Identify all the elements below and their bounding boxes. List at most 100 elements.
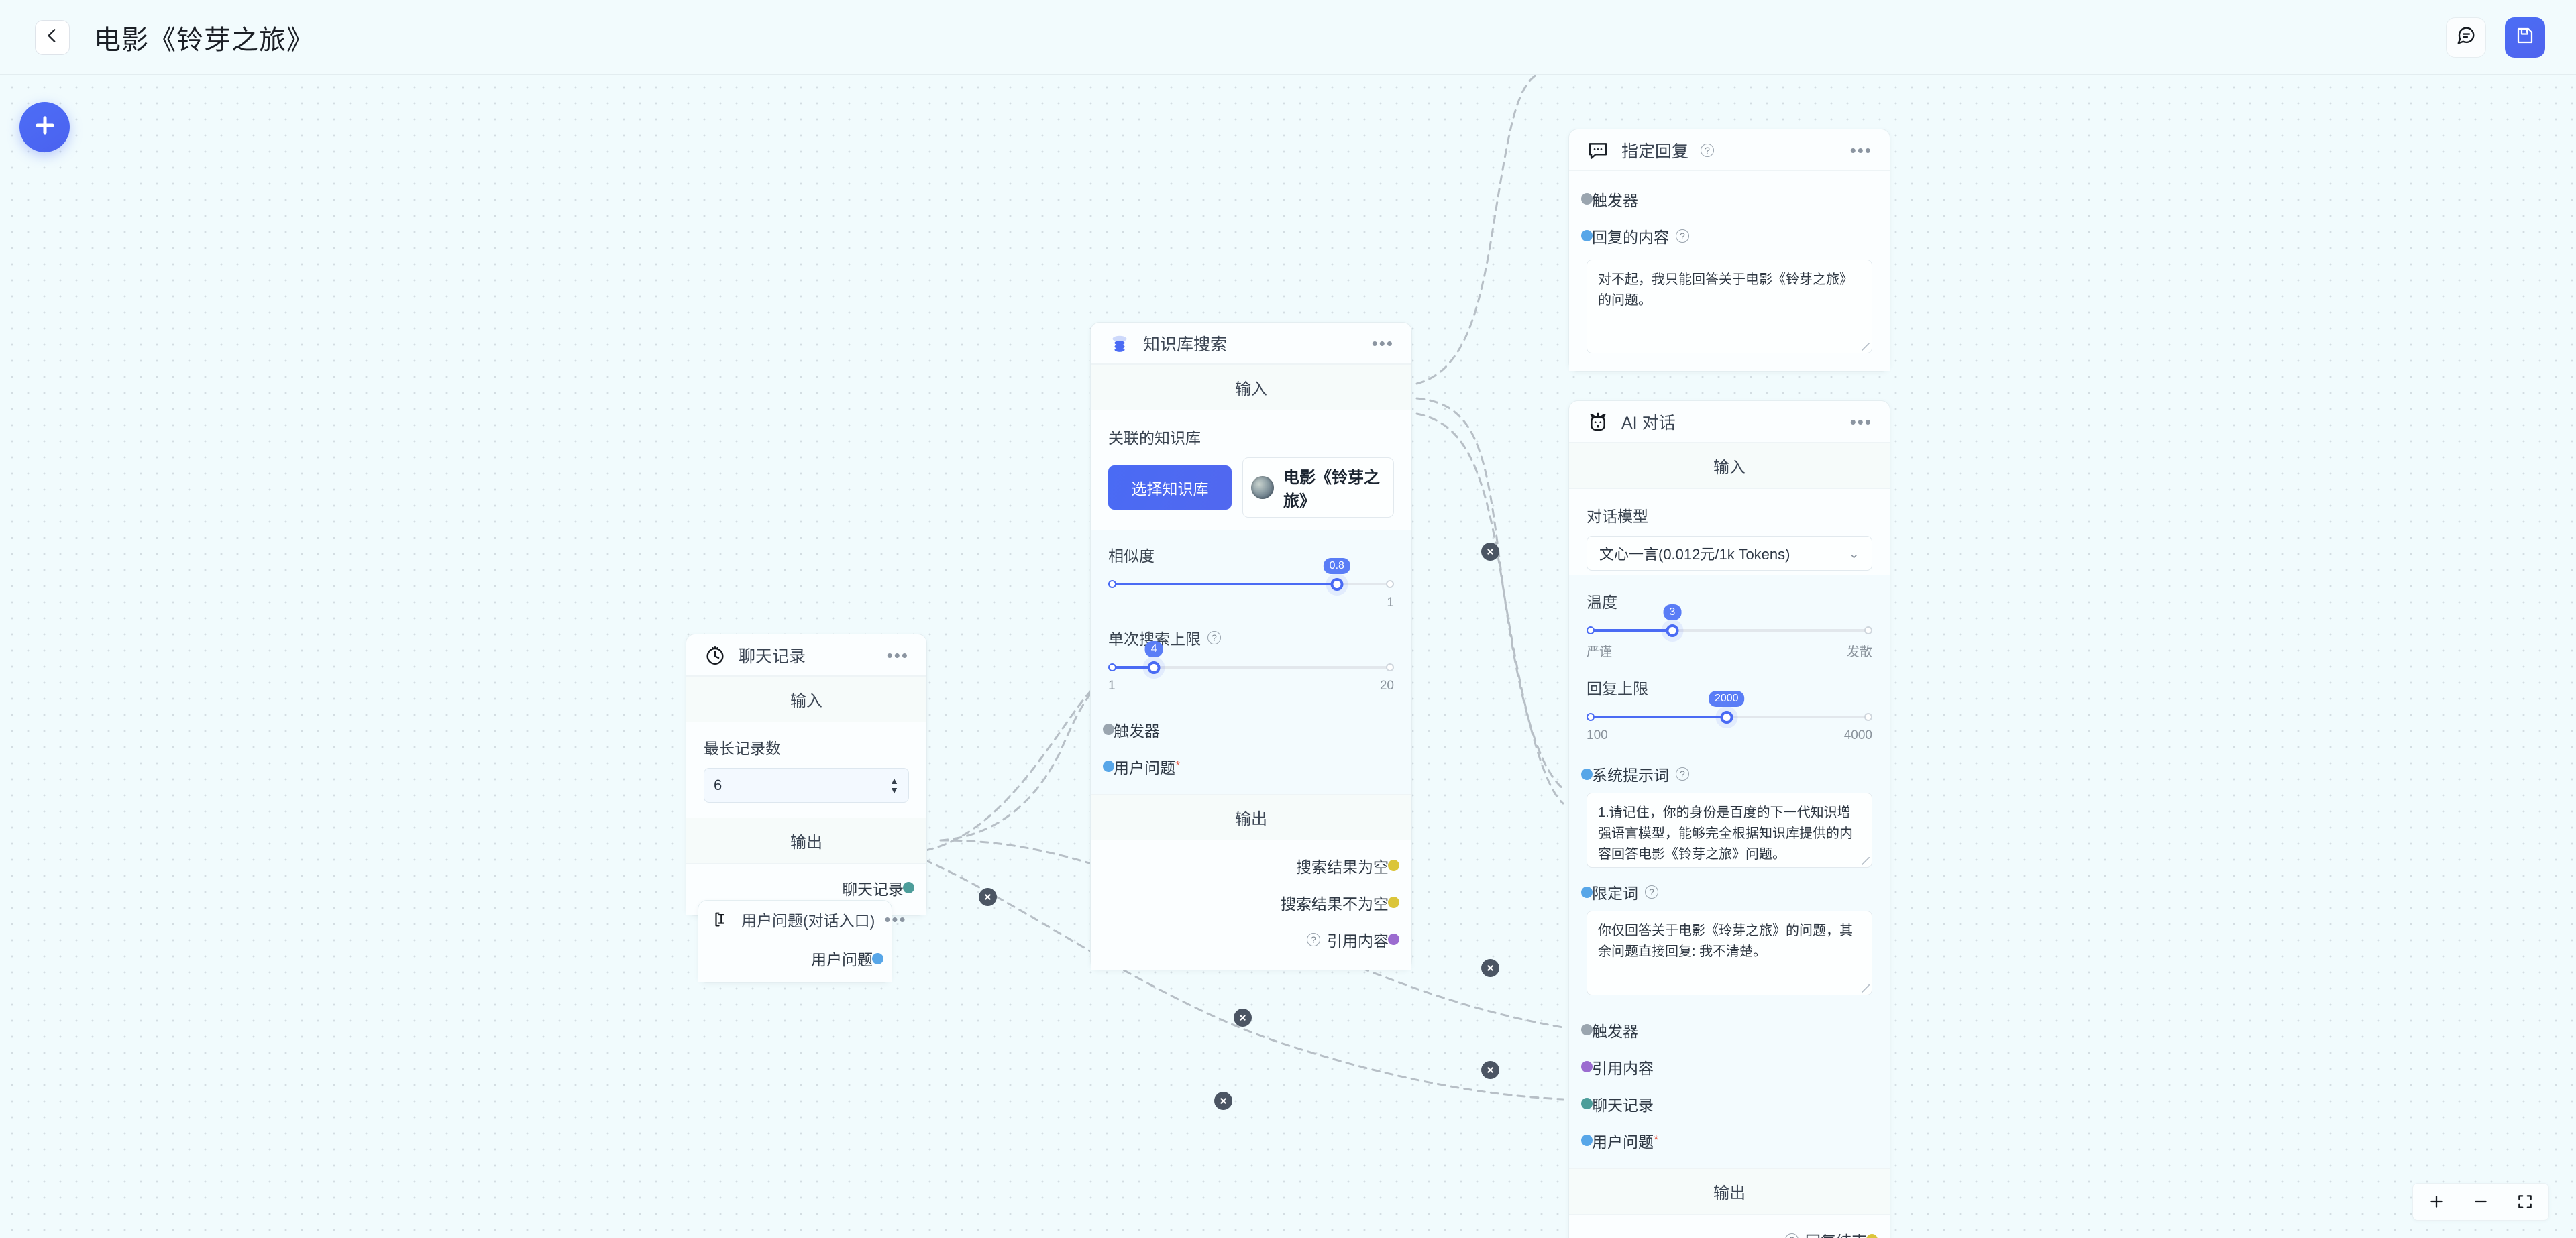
node-specified-reply[interactable]: 指定回复 ? ••• 触发器 回复的内容 ? 对不起，我只能回答关于电影《铃芽之…	[1568, 129, 1890, 372]
stepper-down-icon[interactable]: ▼	[890, 784, 899, 795]
node-title: 聊天记录	[739, 646, 806, 666]
node-menu-button[interactable]: •••	[1849, 411, 1872, 432]
search-limit-slider[interactable]: 4	[1108, 641, 1394, 676]
reply-limit-slider[interactable]: 2000	[1587, 691, 1872, 726]
node-title: 知识库搜索	[1143, 335, 1228, 354]
edge-delete-button[interactable]	[1234, 1009, 1252, 1027]
port-reply-end[interactable]: ? 回复结束	[1587, 1221, 1878, 1238]
node-menu-button[interactable]: •••	[1849, 139, 1872, 160]
port-trigger[interactable]: 触发器	[1581, 180, 1872, 217]
zoom-in-button[interactable]	[2428, 1193, 2445, 1211]
back-button[interactable]	[35, 19, 70, 55]
port-user-question[interactable]: 用户问题*	[1103, 748, 1394, 785]
port-quote-content[interactable]: 引用内容	[1581, 1048, 1872, 1085]
port-dot[interactable]	[1581, 193, 1593, 205]
max-records-section: 最长记录数 6 ▲ ▼	[686, 722, 926, 818]
add-node-button[interactable]	[19, 102, 70, 152]
zoom-out-button[interactable]	[2472, 1193, 2489, 1211]
port-label: 搜索结果为空	[1296, 858, 1389, 876]
edge-delete-button[interactable]	[1214, 1092, 1232, 1110]
help-icon[interactable]: ?	[1208, 631, 1221, 644]
node-header: 指定回复 ? •••	[1569, 129, 1890, 171]
port-reply-content[interactable]: 回复的内容 ?	[1581, 217, 1872, 254]
port-dot[interactable]	[1581, 768, 1593, 780]
slider-cap-left	[1587, 626, 1595, 634]
node-user-question-entry[interactable]: 用户问题(对话入口) ••• 用户问题	[698, 900, 906, 983]
port-system-prompt[interactable]: 系统提示词 ?	[1581, 761, 1872, 787]
port-dot[interactable]	[872, 952, 883, 964]
port-dot[interactable]	[1581, 1098, 1593, 1109]
stepper-up-icon[interactable]: ▲	[890, 775, 899, 786]
port-chat-record[interactable]: 聊天记录	[704, 869, 914, 906]
system-prompt-textarea[interactable]: 1.请记住，你的身份是百度的下一代知识增强语言模型，能够完全根据知识库提供的内容…	[1587, 793, 1872, 868]
help-icon[interactable]: ?	[1785, 1233, 1799, 1238]
help-icon[interactable]: ?	[1307, 932, 1320, 946]
text-cursor-icon	[712, 909, 732, 930]
similarity-label: 相似度	[1108, 547, 1155, 565]
port-label: 聊天记录	[842, 880, 904, 898]
edge-delete-button[interactable]	[979, 888, 997, 906]
temperature-slider[interactable]: 3	[1587, 604, 1872, 639]
top-bar: 电影《铃芽之旅》	[0, 0, 2576, 75]
port-dot[interactable]	[1581, 1061, 1593, 1072]
temperature-label: 温度	[1587, 594, 1617, 611]
slider-knob[interactable]	[1720, 711, 1733, 724]
port-dot[interactable]	[1581, 230, 1593, 241]
port-user-question[interactable]: 用户问题	[712, 942, 883, 974]
node-kb-search[interactable]: 知识库搜索 ••• 输入 关联的知识库 选择知识库 电影《铃芽之旅》 相似度	[1090, 322, 1412, 970]
port-trigger[interactable]: 触发器	[1103, 711, 1394, 748]
reply-limit-scale: 100 4000	[1587, 728, 1872, 743]
edge-delete-button[interactable]	[1481, 959, 1499, 977]
chat-preview-button[interactable]	[2446, 17, 2486, 58]
port-dot[interactable]	[1388, 860, 1399, 871]
input-band: 输入	[1569, 443, 1890, 489]
slider-knob[interactable]	[1330, 578, 1344, 591]
edge-delete-button[interactable]	[1481, 1061, 1499, 1079]
help-icon[interactable]: ?	[1701, 143, 1715, 157]
port-dot[interactable]	[1581, 1024, 1593, 1035]
help-icon[interactable]: ?	[1645, 885, 1658, 899]
kb-chip[interactable]: 电影《铃芽之旅》	[1242, 457, 1394, 518]
workflow-canvas[interactable]: 指定回复 ? ••• 触发器 回复的内容 ? 对不起，我只能回答关于电影《铃芽之…	[0, 75, 2576, 1238]
port-label: 回复的内容	[1592, 228, 1669, 246]
slider-cap-left	[1587, 713, 1595, 721]
node-menu-button[interactable]: •••	[884, 909, 907, 930]
reply-limit-label: 回复上限	[1587, 680, 1648, 697]
port-dot[interactable]	[1866, 1234, 1878, 1238]
port-trigger[interactable]: 触发器	[1581, 1011, 1872, 1048]
port-dot[interactable]	[1581, 1135, 1593, 1146]
port-dot[interactable]	[1388, 934, 1399, 945]
fit-screen-button[interactable]	[2516, 1193, 2534, 1211]
quantity-stepper[interactable]: ▲ ▼	[890, 775, 899, 795]
port-user-question[interactable]: 用户问题*	[1581, 1122, 1872, 1159]
help-icon[interactable]: ?	[1676, 229, 1689, 243]
slider-knob[interactable]	[1666, 624, 1679, 637]
port-search-empty[interactable]: 搜索结果为空	[1108, 847, 1399, 884]
node-menu-button[interactable]: •••	[886, 644, 909, 665]
similarity-slider[interactable]: 0.8	[1108, 558, 1394, 593]
port-limit-word[interactable]: 限定词 ?	[1581, 879, 1872, 905]
port-chat-record[interactable]: 聊天记录	[1581, 1085, 1872, 1122]
help-icon[interactable]: ?	[1676, 767, 1689, 781]
save-button[interactable]	[2505, 17, 2545, 58]
model-select[interactable]: 文心一言(0.012元/1k Tokens) ⌄	[1587, 536, 1872, 571]
reply-content-textarea[interactable]: 对不起，我只能回答关于电影《铃芽之旅》的问题。	[1587, 260, 1872, 353]
port-search-not-empty[interactable]: 搜索结果不为空	[1108, 884, 1399, 921]
port-dot[interactable]	[903, 882, 914, 893]
max-records-input[interactable]: 6 ▲ ▼	[704, 768, 909, 803]
node-ai-chat[interactable]: AI 对话 ••• 输入 对话模型 文心一言(0.012元/1k Tokens)…	[1568, 400, 1890, 1238]
port-dot[interactable]	[1581, 886, 1593, 898]
limit-word-textarea[interactable]: 你仅回答关于电影《玲芽之旅》的问题，其余问题直接回复: 我不清楚。	[1587, 911, 1872, 995]
edge-delete-button[interactable]	[1481, 543, 1499, 561]
slider-value-bubble: 0.8	[1323, 558, 1350, 574]
port-dot[interactable]	[1103, 724, 1114, 735]
output-band: 输出	[1569, 1168, 1890, 1215]
port-quote-content[interactable]: ? 引用内容	[1108, 921, 1399, 958]
slider-knob[interactable]	[1147, 661, 1161, 674]
port-dot[interactable]	[1103, 761, 1114, 772]
node-chat-history[interactable]: 聊天记录 ••• 输入 最长记录数 6 ▲ ▼ 输出 聊天记录	[686, 634, 927, 916]
select-kb-button[interactable]: 选择知识库	[1108, 465, 1232, 510]
input-band: 输入	[1091, 364, 1411, 410]
node-menu-button[interactable]: •••	[1371, 333, 1394, 353]
port-dot[interactable]	[1388, 897, 1399, 908]
